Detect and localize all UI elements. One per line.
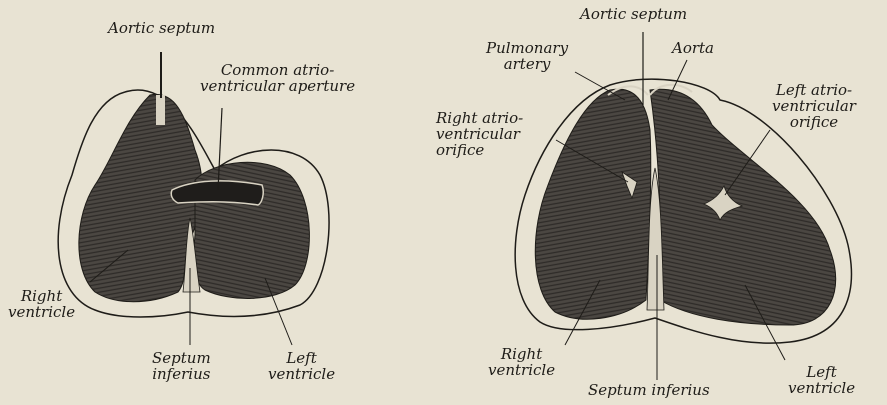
left-aortic-septum-notch — [156, 95, 165, 125]
label-left-ventricle-right: Left ventricle — [788, 364, 855, 396]
label-left-av-orifice: Left atrio- ventricular orifice — [772, 82, 856, 130]
label-pulmonary-artery: Pulmonary artery — [486, 40, 568, 72]
label-right-ventricle-right: Right ventricle — [488, 346, 555, 378]
label-right-av-orifice: Right atrio- ventricular orifice — [436, 110, 523, 158]
label-aorta: Aorta — [672, 40, 714, 56]
label-septum-inferius-left: Septum inferius — [152, 350, 211, 382]
left-heart-diagram — [58, 52, 329, 345]
label-right-ventricle-left: Right ventricle — [8, 288, 75, 320]
label-aortic-septum-right: Aortic septum — [580, 6, 687, 22]
label-common-av-aperture: Common atrio- ventricular aperture — [200, 62, 355, 94]
label-left-ventricle-left: Left ventricle — [268, 350, 335, 382]
label-septum-inferius-right: Septum inferius — [588, 382, 710, 398]
right-right-ventricle-mass — [535, 89, 651, 319]
common-av-aperture-shape — [171, 181, 263, 205]
label-aortic-septum-left: Aortic septum — [108, 20, 215, 36]
